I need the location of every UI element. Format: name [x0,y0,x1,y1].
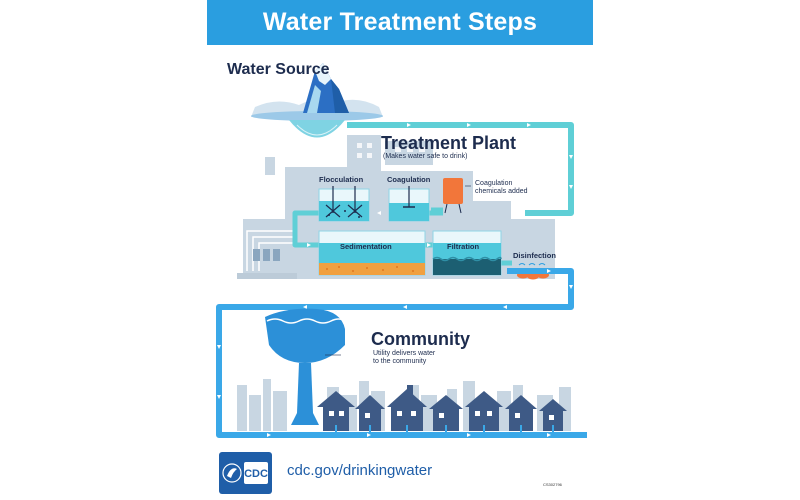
title-banner: Water Treatment Steps [207,0,593,45]
flow-arrows-bottom [217,269,573,437]
coagulation-label: Coagulation [387,175,431,184]
filtration-tank [432,230,502,276]
cdc-logo-text: CDC [244,468,268,480]
flow-arrows-top [407,123,573,189]
filtration-label: Filtration [447,242,480,251]
website-link[interactable]: cdc.gov/drinkingwater [287,462,433,479]
infographic-poster: Water Treatment Steps [207,0,593,500]
page-title: Water Treatment Steps [262,8,538,36]
flocculation-label: Flocculation [319,175,364,184]
plant-left-tanks [253,249,280,261]
community-note-line1: Utility delivers water [373,350,436,357]
water-treatment-diagram: Water Source Treatment Plant (Makes wate… [207,45,593,445]
water-source-label: Water Source [227,61,330,78]
diagram-graphic [216,63,587,438]
flocculation-tank [318,186,370,222]
treatment-plant-label: Treatment Plant [381,133,517,153]
coagulation-note-line2: chemicals added [475,188,528,195]
plant-to-community-pipe [216,268,587,438]
community-note-line2: to the community [373,358,427,365]
document-code: CS302796 [543,482,562,487]
house-supply-pipes [335,425,554,432]
coagulation-tank [388,186,430,222]
community-label: Community [371,329,470,349]
coagulation-note-line1: Coagulation [475,180,513,187]
hhs-eagle-icon: CDC [222,462,268,484]
disinfection-label: Disinfection [513,251,556,260]
water-tower [265,308,346,425]
source-to-plant-pipe [347,122,574,216]
chemical-tank [431,178,463,214]
treatment-plant-note: (Makes water safe to drink) [383,153,468,160]
sedimentation-tank [318,230,426,276]
footer: CDC cdc.gov/drinkingwater CS302796 [207,445,593,500]
water-source-illustration [251,63,383,138]
house-windows [329,411,554,420]
sedimentation-label: Sedimentation [340,242,392,251]
cdc-logo: CDC [219,452,272,494]
flow-arrows-plant [307,211,431,247]
